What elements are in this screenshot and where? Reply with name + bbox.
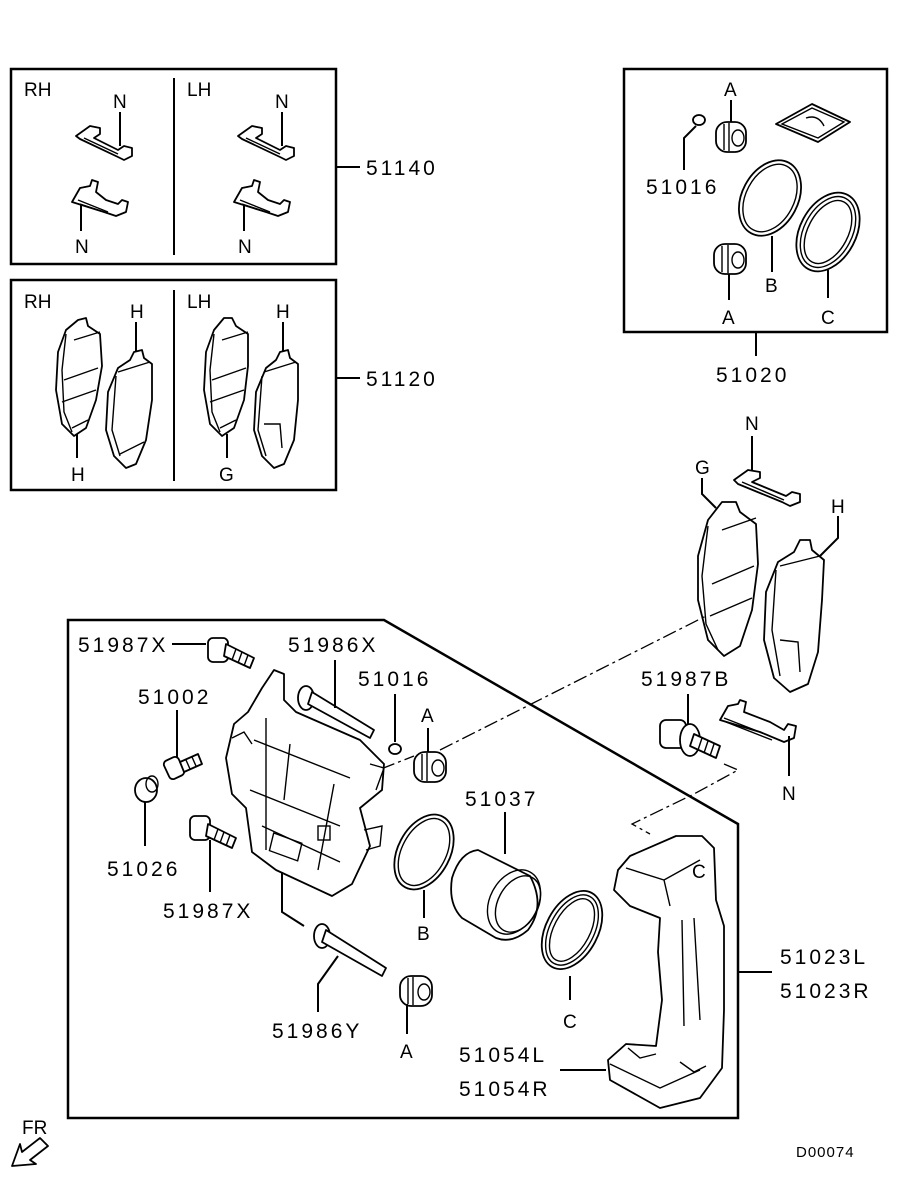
exploded-pad-clip-top (733, 469, 801, 507)
caliper-bracket: C (607, 835, 725, 1109)
seal-kit-box[interactable]: 51020 51016 A B C (622, 67, 889, 387)
part-number-51054r[interactable]: 51054R (459, 1078, 551, 1101)
part-number-51987b[interactable]: 51987B (641, 668, 731, 691)
part-number-51020[interactable]: 51020 (716, 364, 789, 387)
side-label-lh: LH (187, 80, 211, 101)
callout-a: A (722, 308, 735, 329)
part-number-51986x[interactable]: 51986X (288, 634, 378, 657)
part-number-51023r[interactable]: 51023R (780, 980, 872, 1003)
side-label-rh: RH (24, 80, 51, 101)
dust-boot-top (715, 121, 747, 153)
brake-pad-lh-outer (253, 349, 299, 469)
part-number-51026[interactable]: 51026 (107, 858, 180, 881)
callout-n: N (238, 237, 252, 258)
side-label-rh: RH (24, 292, 51, 313)
piston-boot-ring (795, 191, 861, 273)
callout-n: N (275, 92, 289, 113)
brake-pad-lh-inner (203, 317, 249, 437)
mounting-bolt-top (207, 637, 255, 669)
callout-g: G (695, 458, 710, 479)
callout-n: N (113, 92, 127, 113)
part-number-51986y[interactable]: 51986Y (272, 1020, 362, 1043)
part-number-51002[interactable]: 51002 (138, 686, 211, 709)
pad-clip-lh-bottom (233, 179, 291, 217)
callout-a: A (724, 80, 737, 101)
callout-h: H (276, 302, 290, 323)
front-label: FR (22, 1118, 47, 1139)
bracket-pad-clip (719, 699, 797, 743)
callout-b: B (417, 924, 430, 945)
piston-seal-ring (738, 159, 802, 237)
callout-a: A (421, 706, 434, 727)
front-direction-indicator: FR (11, 1118, 49, 1167)
guide-pin-small (692, 114, 706, 126)
caliper-assembly-frame (66, 618, 740, 1120)
bleeder-cap (134, 775, 159, 803)
part-number-51037[interactable]: 51037 (465, 788, 538, 811)
side-label-lh: LH (187, 292, 211, 313)
callout-c: C (563, 1012, 577, 1033)
guide-pin-51986y (313, 923, 387, 977)
diagram-code: D00074 (796, 1144, 855, 1161)
dust-boot-bottom (713, 243, 747, 275)
callout-a: A (400, 1042, 413, 1063)
leader-line (317, 955, 339, 1012)
callout-g: G (219, 465, 234, 486)
callout-h: H (71, 465, 85, 486)
bracket-bolt-51987b (659, 719, 721, 759)
dust-boot-assembly-top (413, 751, 447, 783)
grease-packet (775, 103, 851, 143)
callout-n: N (782, 784, 796, 805)
pad-clip-kit-box[interactable]: 51140 RH LH N N N N (9, 67, 438, 266)
brake-pad-rh-outer (105, 349, 153, 469)
callout-b: B (765, 276, 778, 297)
piston-seal-assembly (393, 813, 455, 891)
front-arrow-icon (11, 1137, 49, 1167)
callout-h: H (130, 302, 144, 323)
caliper-piston (450, 849, 542, 941)
brake-pad-inner-exploded (697, 501, 759, 657)
guide-pin-51986x (297, 685, 375, 739)
part-number-51054l[interactable]: 51054L (459, 1044, 547, 1067)
bracket-mark: C (692, 862, 706, 883)
dust-boot-assembly-bottom (399, 975, 433, 1007)
mounting-bolt-bottom (189, 815, 237, 849)
callout-c: C (821, 308, 835, 329)
part-number-51023l[interactable]: 51023L (780, 946, 868, 969)
guide-pin-small-assembly (388, 743, 402, 755)
part-number-51120[interactable]: 51120 (366, 368, 438, 391)
pad-set-box[interactable]: 51120 RH LH H H G H (9, 278, 438, 492)
caliper-body (225, 669, 385, 897)
pad-clip-lh-top (237, 125, 295, 161)
part-number-51987x-bottom[interactable]: 51987X (163, 900, 253, 923)
piston-boot-assembly (540, 890, 604, 970)
part-number-51016: 51016 (646, 176, 719, 199)
part-number-51140[interactable]: 51140 (366, 157, 438, 180)
brake-pad-outer-exploded (763, 539, 825, 693)
pad-clip-rh-top (75, 125, 133, 161)
pad-clip-rh-bottom (71, 179, 129, 217)
callout-n: N (75, 237, 89, 258)
brake-pad-rh-inner (55, 317, 103, 437)
callout-n: N (745, 414, 759, 435)
callout-h: H (831, 497, 845, 518)
part-number-51016[interactable]: 51016 (358, 668, 431, 691)
leader-line (281, 872, 305, 927)
bleeder-screw (162, 753, 203, 781)
alignment-line (630, 763, 740, 835)
part-number-51987x-top[interactable]: 51987X (78, 634, 168, 657)
